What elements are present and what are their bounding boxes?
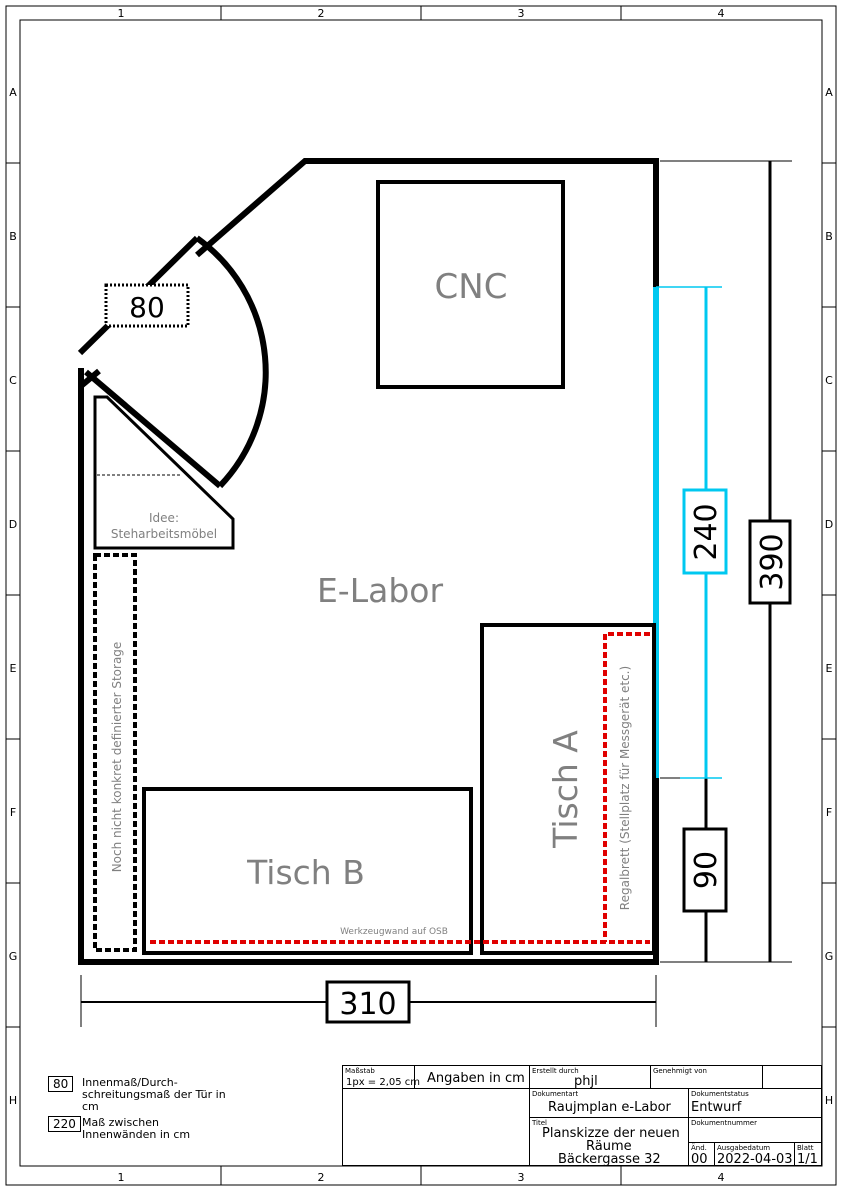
tb-units-note: Angaben in cm bbox=[427, 1071, 525, 1086]
dim-label-240: 240 bbox=[682, 488, 728, 575]
grid-col-4-top: 4 bbox=[718, 7, 725, 20]
grid-row-d-left: D bbox=[9, 518, 17, 531]
tb-status-cell: Dokumentstatus Entwurf bbox=[688, 1088, 822, 1118]
legend-box-walls: 220 bbox=[48, 1116, 81, 1132]
tb-date-label: Ausgabedatum bbox=[717, 1144, 771, 1152]
tb-title-cell: Titel Planskizze der neuen Räume Bäckerg… bbox=[529, 1117, 689, 1167]
idea-label-line2: Steharbeitsmöbel bbox=[111, 527, 217, 541]
table-b: Tisch B bbox=[142, 787, 473, 955]
legend-text-door: Innenmaß/Durch-schreitungsmaß der Tür in… bbox=[82, 1076, 226, 1113]
idea-label-line1: Idee: bbox=[149, 511, 179, 525]
table-a: Tisch A bbox=[480, 623, 656, 955]
cnc-machine: CNC bbox=[376, 180, 565, 389]
room-name: E-Labor bbox=[317, 571, 444, 610]
dim-wall-value: 90 bbox=[689, 851, 724, 889]
tb-blank-cell bbox=[342, 1088, 530, 1166]
tb-sheet-label: Blatt bbox=[797, 1144, 814, 1152]
grid-row-h-right: H bbox=[825, 1094, 833, 1107]
tb-approved-extra bbox=[762, 1065, 822, 1089]
tb-status-value: Entwurf bbox=[691, 1100, 742, 1115]
legend-box-door: 80 bbox=[48, 1076, 74, 1092]
tb-status-label: Dokumentstatus bbox=[691, 1090, 749, 1098]
dim-label-310: 310 bbox=[325, 980, 411, 1024]
grid-row-b-right: B bbox=[825, 230, 833, 243]
tb-date-cell: Ausgabedatum 2022-04-03 bbox=[714, 1142, 795, 1167]
storage-label: Noch nicht konkret definierter Storage bbox=[110, 642, 124, 873]
dim-width-value: 310 bbox=[339, 987, 396, 1022]
grid-col-4-bottom: 4 bbox=[718, 1171, 725, 1184]
dim-label-390: 390 bbox=[748, 519, 792, 605]
tb-sheet-value: 1/1 bbox=[797, 1152, 818, 1167]
idea-standing-desk: Idee: Steharbeitsmöbel bbox=[93, 395, 235, 550]
dim-label-90: 90 bbox=[682, 827, 728, 913]
legend-text-walls: Maß zwischen Innenwänden in cm bbox=[82, 1116, 191, 1141]
grid-row-h-left: H bbox=[9, 1094, 17, 1107]
grid-col-1-bottom: 1 bbox=[118, 1171, 125, 1184]
tb-created-value: phjl bbox=[574, 1074, 598, 1089]
tb-revision-label: Änd. bbox=[691, 1144, 707, 1152]
door-width-value: 80 bbox=[129, 291, 165, 324]
door-width-label: 80 bbox=[104, 283, 190, 328]
grid-col-2-bottom: 2 bbox=[318, 1171, 325, 1184]
dim-height-value: 390 bbox=[755, 533, 790, 590]
grid-row-d-right: D bbox=[825, 518, 833, 531]
grid-row-b-left: B bbox=[9, 230, 17, 243]
grid-col-1-top: 1 bbox=[118, 7, 125, 20]
grid-row-g-left: G bbox=[9, 950, 18, 963]
tb-doctype-label: Dokumentart bbox=[532, 1090, 579, 1098]
tool-wall bbox=[150, 632, 650, 944]
grid-row-c-right: C bbox=[825, 374, 833, 387]
tb-scale-value: 1px = 2,05 cm bbox=[346, 1077, 421, 1088]
grid-col-2-top: 2 bbox=[318, 7, 325, 20]
tb-revision-value: 00 bbox=[691, 1152, 708, 1167]
tb-title-label: Titel bbox=[532, 1119, 548, 1127]
grid-row-f-left: F bbox=[10, 806, 16, 819]
dim-window-value: 240 bbox=[689, 503, 724, 560]
shelf-label: Regalbrett (Stellplatz für Messgerät etc… bbox=[618, 666, 632, 910]
tb-approved-label: Genehmigt von bbox=[653, 1067, 707, 1075]
tb-created-cell: Erstellt durch phjl bbox=[529, 1065, 651, 1089]
tb-docnum-cell: Dokumentnummer bbox=[688, 1117, 822, 1143]
tb-revision-cell: Änd. 00 bbox=[688, 1142, 715, 1167]
grid-col-3-bottom: 3 bbox=[518, 1171, 525, 1184]
drawing-frame bbox=[5, 5, 837, 1186]
tb-docnum-label: Dokumentnummer bbox=[691, 1119, 757, 1127]
tool-wall-label: Werkzeugwand auf OSB bbox=[340, 927, 448, 937]
storage-area: Noch nicht konkret definierter Storage bbox=[93, 553, 137, 952]
grid-col-3-top: 3 bbox=[518, 7, 525, 20]
tb-doctype-value: Raujmplan e-Labor bbox=[548, 1100, 671, 1115]
tb-title-line2: Räume bbox=[586, 1139, 632, 1154]
tb-created-label: Erstellt durch bbox=[532, 1067, 579, 1075]
grid-row-e-right: E bbox=[826, 662, 833, 675]
tb-doctype-cell: Dokumentart Raujmplan e-Labor bbox=[529, 1088, 689, 1118]
table-b-label: Tisch B bbox=[246, 853, 365, 892]
grid-row-g-right: G bbox=[825, 950, 834, 963]
table-a-label: Tisch A bbox=[546, 730, 585, 849]
tb-title-line1: Planskizze der neuen bbox=[542, 1126, 680, 1141]
tb-title-line3: Bäckergasse 32 bbox=[558, 1152, 661, 1167]
tb-units-cell: Angaben in cm bbox=[414, 1065, 530, 1089]
grid-row-f-right: F bbox=[826, 806, 832, 819]
grid-row-c-left: C bbox=[9, 374, 17, 387]
grid-row-a-left: A bbox=[9, 86, 17, 99]
grid-row-e-left: E bbox=[10, 662, 17, 675]
tb-sheet-cell: Blatt 1/1 bbox=[794, 1142, 822, 1167]
tb-date-value: 2022-04-03 bbox=[717, 1152, 793, 1167]
tb-scale-label: Maßstab bbox=[345, 1067, 375, 1075]
grid-row-a-right: A bbox=[825, 86, 833, 99]
cnc-label: CNC bbox=[435, 267, 508, 307]
